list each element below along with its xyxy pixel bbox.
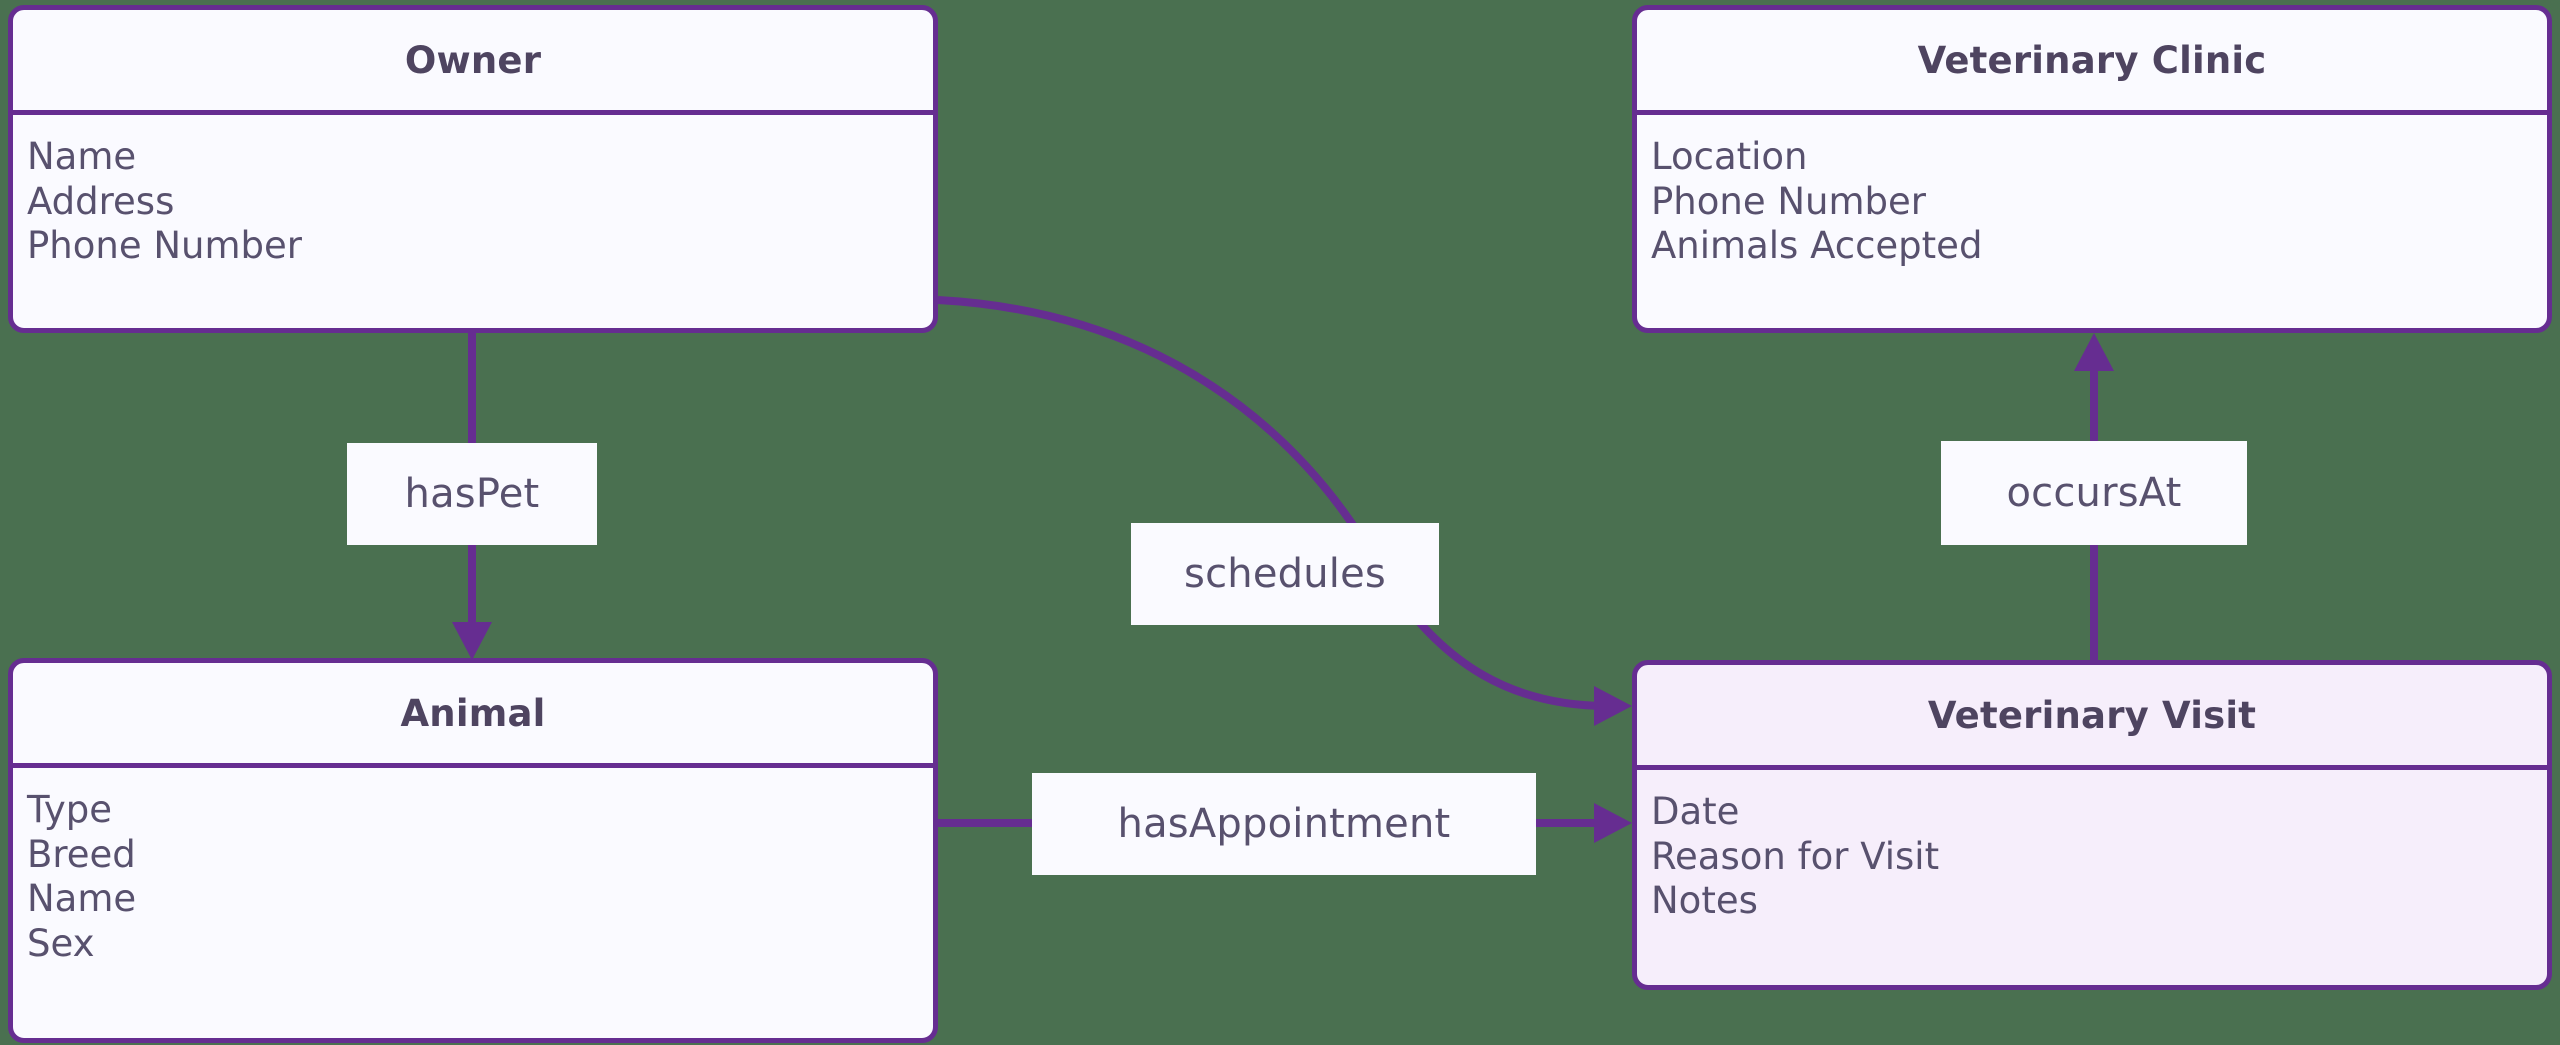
entity-veterinary-visit[interactable]: Veterinary Visit Date Reason for Visit N… <box>1632 660 2552 990</box>
relationship-label-hasPet[interactable]: hasPet <box>347 443 597 545</box>
attribute-row: Date <box>1651 790 1740 833</box>
attribute-row: Animals Accepted <box>1651 224 1983 268</box>
edge-hasPet-arrowhead <box>452 622 492 660</box>
entity-veterinary-visit-header: Veterinary Visit <box>1637 665 2547 770</box>
entity-animal-title: Animal <box>400 691 546 735</box>
attribute-row: Reason for Visit <box>1651 834 1940 878</box>
edge-schedules-arrowhead <box>1594 686 1632 726</box>
entity-veterinary-clinic[interactable]: Veterinary Clinic Location Phone Number … <box>1632 5 2552 333</box>
entity-veterinary-visit-attributes: Date Reason for Visit Notes <box>1637 770 2547 924</box>
attribute-row: Breed <box>27 832 136 876</box>
edge-schedules-curve <box>937 296 1609 710</box>
entity-veterinary-clinic-attributes: Location Phone Number Animals Accepted <box>1637 115 2547 269</box>
relationship-label-occursAt[interactable]: occursAt <box>1941 441 2247 545</box>
relationship-label-schedules[interactable]: schedules <box>1131 523 1439 625</box>
relationship-label-hasPet-text: hasPet <box>404 471 540 517</box>
edge-occursAt-arrowhead <box>2074 333 2114 371</box>
entity-veterinary-clinic-title: Veterinary Clinic <box>1917 38 2267 82</box>
attribute-row: Name <box>27 877 137 921</box>
entity-animal-attributes: Type Breed Name Sex <box>13 768 933 967</box>
attribute-row: Type <box>27 788 112 831</box>
entity-animal[interactable]: Animal Type Breed Name Sex <box>8 658 938 1043</box>
attribute-row: Name <box>27 135 137 178</box>
entity-animal-header: Animal <box>13 663 933 768</box>
relationship-label-hasAppointment-text: hasAppointment <box>1117 801 1451 847</box>
entity-owner-header: Owner <box>13 10 933 115</box>
attribute-row: Address <box>27 179 175 223</box>
entity-owner-attributes: Name Address Phone Number <box>13 115 933 269</box>
entity-owner[interactable]: Owner Name Address Phone Number <box>8 5 938 333</box>
entity-veterinary-clinic-header: Veterinary Clinic <box>1637 10 2547 115</box>
edge-hasAppointment-arrowhead <box>1594 803 1632 843</box>
attribute-row: Phone Number <box>27 224 303 268</box>
entity-owner-title: Owner <box>404 38 542 82</box>
attribute-row: Phone Number <box>1651 179 1927 223</box>
relationship-label-occursAt-text: occursAt <box>2006 470 2182 516</box>
attribute-row: Notes <box>1651 879 1758 923</box>
edge-schedules <box>937 296 1632 726</box>
relationship-label-hasAppointment[interactable]: hasAppointment <box>1032 773 1536 875</box>
attribute-row: Sex <box>27 922 95 966</box>
entity-veterinary-visit-title: Veterinary Visit <box>1927 693 2257 737</box>
attribute-row: Location <box>1651 135 1808 178</box>
relationship-label-schedules-text: schedules <box>1184 551 1386 597</box>
